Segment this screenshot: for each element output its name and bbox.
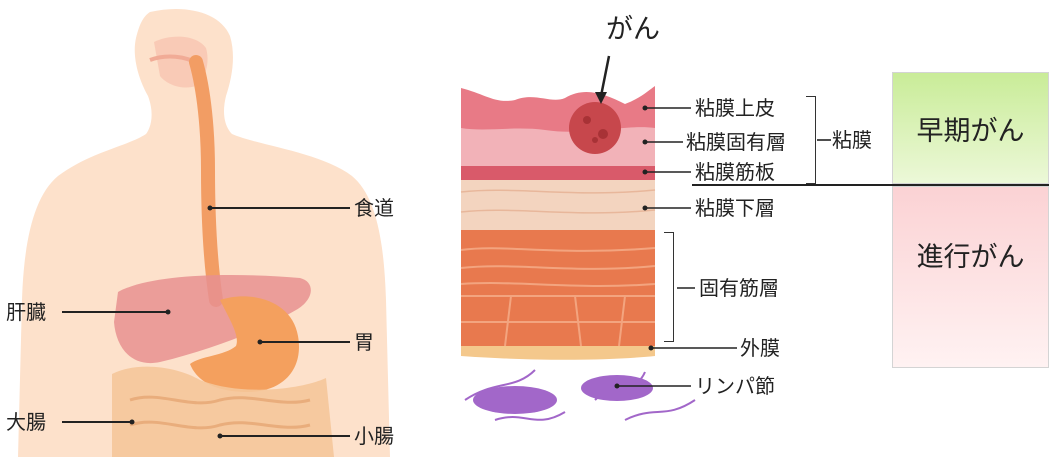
label-lymph-node: リンパ節 — [695, 376, 775, 396]
label-mucosa-group: 粘膜 — [832, 130, 872, 150]
label-liver: 肝臓 — [6, 302, 46, 322]
mucosa-bracket — [806, 96, 816, 184]
label-lamina-propria: 粘膜固有層 — [686, 132, 786, 152]
muscularis-propria-layer — [461, 228, 655, 346]
body-anatomy-illustration — [0, 0, 430, 457]
label-small-intestine: 小腸 — [354, 426, 394, 446]
label-serosa: 外膜 — [740, 338, 780, 358]
serosa-layer — [461, 344, 655, 360]
epithelium-layer — [461, 86, 655, 132]
muscularis-mucosae-layer — [461, 164, 655, 180]
label-cancer: がん — [606, 16, 660, 43]
early-cancer-label: 早期がん — [917, 109, 1025, 148]
label-esophagus: 食道 — [354, 198, 394, 218]
early-cancer-box: 早期がん — [892, 72, 1049, 184]
label-stomach: 胃 — [354, 332, 374, 352]
wall-layers-illustration — [455, 0, 895, 457]
submucosa-layer — [461, 178, 655, 230]
label-muscularis-propria: 固有筋層 — [699, 278, 779, 298]
tumor — [569, 102, 621, 154]
muscularis-bracket — [664, 232, 674, 342]
advanced-cancer-box: 進行がん — [892, 186, 1049, 368]
label-epithelium: 粘膜上皮 — [695, 98, 775, 118]
advanced-cancer-label: 進行がん — [917, 235, 1025, 274]
label-muscularis-mucosae: 粘膜筋板 — [695, 162, 775, 182]
label-large-intestine: 大腸 — [6, 412, 46, 432]
lymph-nodes — [465, 370, 695, 420]
label-submucosa: 粘膜下層 — [695, 198, 775, 218]
